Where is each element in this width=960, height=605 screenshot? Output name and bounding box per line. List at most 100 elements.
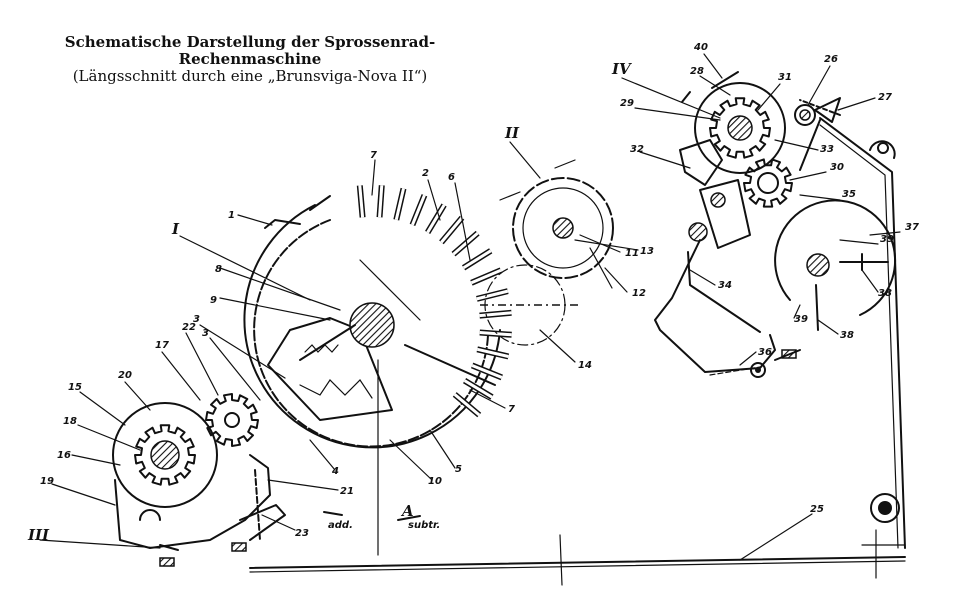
- pinwheel-pin-inner: [440, 216, 464, 244]
- title-line-3: (Längsschnitt durch eine „Brunsviga-Nova…: [72, 67, 428, 85]
- spoke-line: [359, 259, 421, 321]
- title-line-1: Schematische Darstellung der Sprossenrad…: [64, 33, 436, 51]
- leader-line: [604, 267, 628, 293]
- pinwheel-pin-inner: [479, 311, 512, 318]
- part-number-label: 23: [295, 528, 309, 539]
- pinwheel-pin-inner: [463, 379, 493, 399]
- pinwheel-pins: [356, 185, 512, 418]
- part-number-label: 21: [340, 486, 354, 497]
- leader-line: [389, 439, 433, 481]
- counter-assembly: [679, 71, 841, 249]
- part-number-label: 22: [182, 322, 196, 333]
- pinwheel-pin-inner: [476, 347, 509, 358]
- leader-line: [309, 439, 336, 471]
- main-shaft: [349, 302, 395, 348]
- title-line-2: Rechenmaschine: [178, 50, 322, 68]
- leader-line: [739, 513, 813, 561]
- pinwheel-pin-inner: [426, 204, 446, 234]
- part-number-label: 34: [718, 280, 732, 291]
- leader-line: [71, 454, 121, 466]
- leader-line: [219, 297, 331, 321]
- part-number-label: 35: [842, 189, 856, 200]
- part-number-label: 19: [40, 476, 54, 487]
- part-number-label: 10: [428, 476, 442, 487]
- result-wheel-assembly: [480, 159, 614, 346]
- leader-line: [634, 107, 721, 121]
- part-number-label: 38: [878, 288, 892, 299]
- pinwheel-pin-inner: [394, 188, 405, 221]
- intermediate-gear: [205, 393, 259, 447]
- part-number-label: 38: [840, 330, 854, 341]
- subtr-letter: A: [400, 502, 414, 520]
- leader-line: [199, 324, 286, 379]
- part-number-label: 9: [210, 295, 217, 306]
- pinwheel-pin-inner: [476, 289, 509, 301]
- part-number-label: 14: [578, 360, 592, 371]
- pinwheel-pin-inner: [411, 194, 426, 226]
- leader-line: [219, 267, 341, 311]
- part-number-label: 40: [693, 42, 708, 53]
- leader-line: [837, 97, 876, 111]
- leader-line: [799, 194, 841, 201]
- part-number-label: 37: [905, 222, 919, 233]
- leader-line: [703, 53, 723, 79]
- part-number-label: 18: [63, 416, 77, 427]
- part-number-label: 15: [68, 382, 82, 393]
- part-number-label: 33: [820, 144, 834, 155]
- clearing-disc: [774, 199, 897, 331]
- subtr-annotation: subtr.: [408, 520, 440, 531]
- operation-annotations: add. A subtr.: [323, 502, 440, 531]
- part-number-label: 28: [690, 66, 704, 77]
- pinwheel-pin-inner: [358, 185, 365, 218]
- part-number-label: 11: [625, 248, 639, 259]
- leader-line: [621, 77, 721, 119]
- part-number-label: 4: [331, 466, 339, 477]
- part-number-label: 8: [215, 264, 222, 275]
- part-number-label: 39: [880, 234, 894, 245]
- section-label: IV: [611, 60, 632, 78]
- leader-line: [861, 269, 879, 293]
- leader-line: [429, 429, 456, 469]
- leader-line: [789, 171, 827, 181]
- part-number-label: 6: [448, 172, 455, 183]
- part-number-label: 29: [620, 98, 634, 109]
- part-number-label: 27: [878, 92, 892, 103]
- leader-line: [739, 351, 757, 366]
- part-number-label: 13: [640, 246, 654, 257]
- part-number-label: 16: [57, 450, 71, 461]
- leader-line: [124, 381, 151, 411]
- drive-gear: [134, 424, 196, 486]
- leader-line: [509, 141, 541, 179]
- leader-line: [469, 389, 506, 409]
- part-number-label: 7: [370, 150, 377, 161]
- pinwheel-pin-inner: [452, 232, 479, 256]
- leader-line: [774, 139, 819, 151]
- cam-teeth: [299, 379, 373, 399]
- section-label: II: [504, 124, 520, 142]
- leader-line: [639, 151, 691, 169]
- leader-line: [209, 337, 261, 401]
- part-number-label: 2: [422, 168, 429, 179]
- pinwheel-pin-inner: [378, 185, 384, 218]
- part-number-label: 20: [118, 370, 132, 381]
- machine-frame: [249, 117, 906, 586]
- pinwheel-pin-inner: [479, 331, 512, 337]
- pinwheel-pin-inner: [471, 364, 503, 379]
- add-annotation: add.: [328, 520, 353, 531]
- leader-line: [869, 231, 901, 236]
- leader-line: [77, 424, 141, 451]
- part-number-label: 26: [824, 54, 838, 65]
- counter-transfer-gear: [743, 158, 793, 208]
- leader-line: [261, 514, 296, 531]
- part-number-label: 39: [794, 314, 808, 325]
- adjusting-slide: [404, 344, 496, 386]
- pinwheel-assembly: [243, 185, 512, 556]
- part-number-label: 32: [630, 144, 644, 155]
- part-number-label: 30: [830, 162, 844, 173]
- leader-line: [427, 179, 441, 221]
- leader-line: [371, 159, 376, 196]
- part-number-label: 31: [778, 72, 792, 83]
- part-number-label: 36: [758, 347, 772, 358]
- counter-gear: [709, 97, 771, 159]
